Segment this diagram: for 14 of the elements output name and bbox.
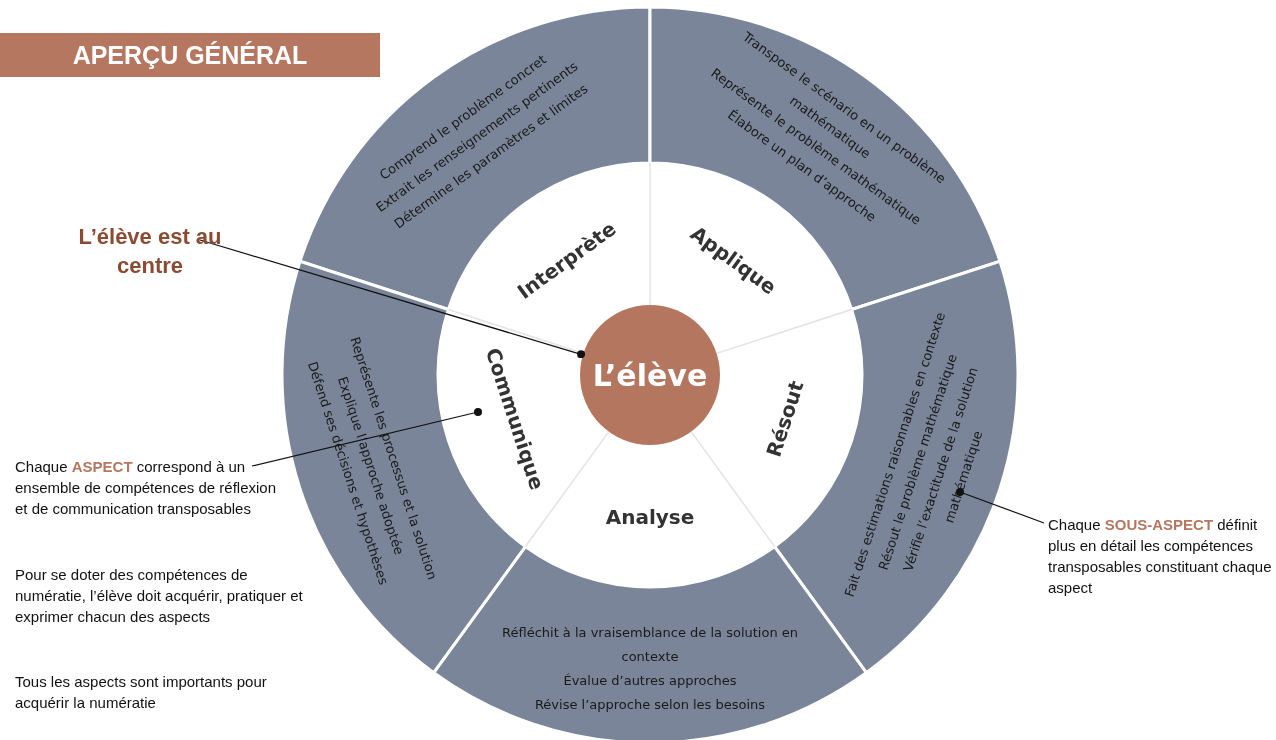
- sub-aspect-text: Révise l’approche selon les besoins: [534, 697, 766, 712]
- callout-heading: L’élève est au centre: [77, 223, 223, 280]
- leader-line: [251, 408, 482, 467]
- sub-aspect-text: Réfléchit à la vraisemblance de la solution en contexte: [502, 625, 798, 664]
- callout-text: Chaque ASPECT correspond à un ensemble de compétences de réflexion et de communication transposables: [15, 457, 277, 519]
- leader-line: [199, 239, 586, 359]
- note-text: Tous les aspects sont importants pour acquérir la numératie: [15, 672, 268, 713]
- callout-text: Chaque SOUS-ASPECT définit plus en détail les compétences transposables constituant chaque aspect: [1048, 515, 1273, 598]
- title-banner: APERÇU GÉNÉRAL: [0, 33, 380, 77]
- note-text: Pour se doter des compétences de numératie, l’élève doit acquérir, pratiquer et exprimer chacun des aspects: [15, 565, 304, 627]
- aspect-label: Analyse: [605, 505, 695, 529]
- center-label: L’élève: [592, 358, 708, 393]
- sub-aspect-text: Évalue d’autres approches: [563, 673, 737, 688]
- leader-line: [956, 488, 1045, 524]
